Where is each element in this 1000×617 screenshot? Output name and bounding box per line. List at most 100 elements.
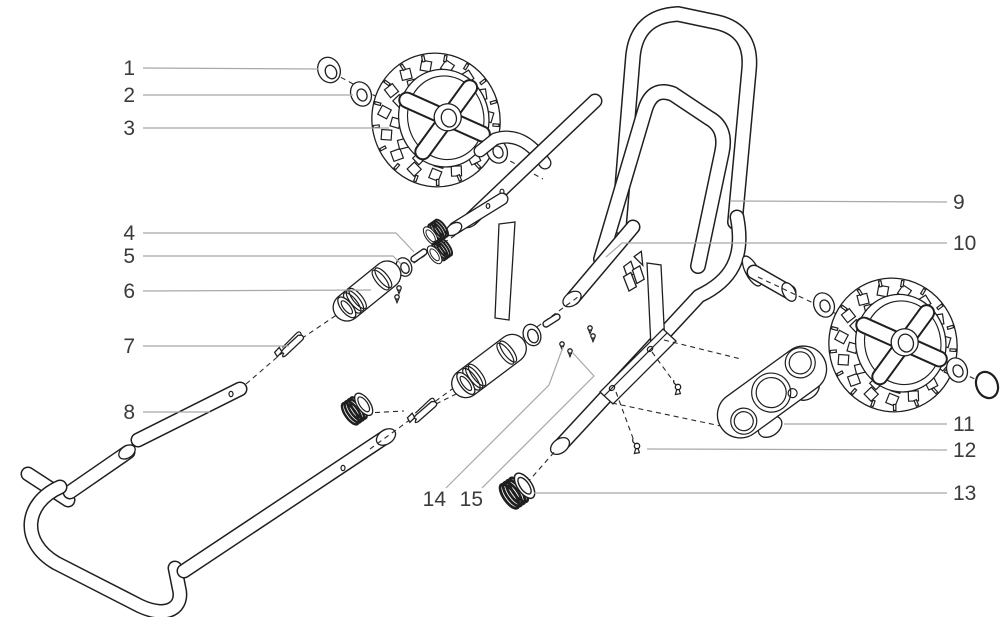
tire-lug <box>420 54 426 63</box>
part-hub-cap <box>974 370 1000 400</box>
part-3-wheel <box>371 52 501 188</box>
tire-lug <box>393 162 401 171</box>
callout-6-leader <box>142 289 372 292</box>
part-grip <box>332 260 402 322</box>
tread-knob <box>450 165 463 177</box>
axle-stub <box>741 255 797 302</box>
handle-leg-left <box>562 219 641 308</box>
callout-14-label: 14 <box>423 488 447 511</box>
callout-1-label: 1 <box>123 57 135 80</box>
tread-knob <box>389 147 405 163</box>
callout-15-leader <box>481 351 595 489</box>
handle-leg-right <box>549 209 747 456</box>
tread-knob <box>885 392 900 408</box>
axle-tube-left <box>445 192 509 237</box>
tread-knob <box>876 284 890 298</box>
tread-knob <box>406 161 423 178</box>
part-screw <box>632 438 641 455</box>
part-wheel-right <box>828 277 958 413</box>
tread-knob <box>428 167 443 183</box>
assembly-axis-dashed <box>365 392 459 414</box>
callout-10-leader <box>605 242 947 258</box>
screw-axis-dashed <box>651 351 675 383</box>
part-14-ring <box>522 323 542 347</box>
tire-lug <box>892 403 897 412</box>
part-4-caps <box>422 218 454 265</box>
hairpin-clips <box>273 331 438 424</box>
part-2-washer <box>349 81 373 107</box>
part-pin <box>410 248 428 263</box>
part-cap <box>422 218 450 246</box>
screw-axis-dashed <box>615 391 635 442</box>
part-11-bracket <box>716 345 828 439</box>
leader-lines <box>142 67 948 494</box>
callout-12-leader <box>646 448 948 451</box>
tire-lug <box>478 78 487 86</box>
tire-lug <box>456 173 463 182</box>
callout-1-leader <box>142 67 320 70</box>
grips <box>332 260 527 399</box>
callout-4-label: 4 <box>123 222 135 245</box>
tire-lug <box>935 303 944 311</box>
assembly-axis-dashed <box>526 449 557 484</box>
tire-lug <box>919 287 927 296</box>
tire-lug <box>373 100 382 107</box>
bracket-axis-dashed <box>611 402 736 430</box>
part-1-retaining-ring <box>316 56 342 84</box>
tire-lug <box>492 123 500 128</box>
tread-knob <box>419 59 433 73</box>
screws <box>632 379 682 455</box>
callout-10-label: 10 <box>953 232 976 255</box>
tread-knob <box>846 372 862 388</box>
small-fastener <box>396 285 402 296</box>
tire-lug <box>856 288 864 297</box>
diagram-artwork <box>20 6 1000 617</box>
tire-lug <box>435 178 440 187</box>
tire-lug <box>462 62 470 71</box>
tire-lug <box>930 386 939 395</box>
mounting-plate <box>599 328 677 405</box>
small-fasteners <box>394 285 596 359</box>
tire-lug <box>378 145 387 152</box>
tire-lug <box>413 174 419 183</box>
callout-12-label: 12 <box>953 439 976 462</box>
part-screw <box>673 379 682 396</box>
frame-clip <box>622 250 645 292</box>
callout-9-label: 9 <box>953 191 965 214</box>
small-fastener <box>590 333 596 344</box>
tread-knob <box>856 292 870 307</box>
callout-2-label: 2 <box>123 84 135 107</box>
small-fastener <box>587 325 593 336</box>
part-cap <box>498 472 536 510</box>
pins <box>410 248 561 328</box>
callout-8-label: 8 <box>123 401 135 424</box>
frame-strap <box>494 221 516 321</box>
tire-lug <box>899 279 905 288</box>
tire-lug <box>949 348 957 353</box>
callout-6-label: 6 <box>123 280 135 303</box>
tread-knob <box>380 128 393 141</box>
part-pin <box>542 313 561 328</box>
callout-4-leader <box>143 232 415 253</box>
part-grip <box>451 333 527 399</box>
tire-lug <box>829 349 838 354</box>
part-clip <box>273 331 305 358</box>
tread-knob <box>376 104 393 120</box>
tire-lug <box>835 370 844 377</box>
callout-14-leader <box>445 346 564 489</box>
part-clip <box>406 397 438 424</box>
tire-lug <box>442 54 448 63</box>
tread-knob <box>833 329 850 345</box>
tire-lug <box>473 161 482 170</box>
part-washer <box>945 357 969 383</box>
callout-13-label: 13 <box>953 482 976 505</box>
ribbed-caps <box>340 392 536 510</box>
tire-lug <box>913 398 920 407</box>
tread-knob <box>837 353 850 366</box>
tread-knob <box>399 67 413 82</box>
part-cap <box>426 237 454 265</box>
tire-lug <box>840 304 848 312</box>
tire-lug <box>830 325 839 332</box>
